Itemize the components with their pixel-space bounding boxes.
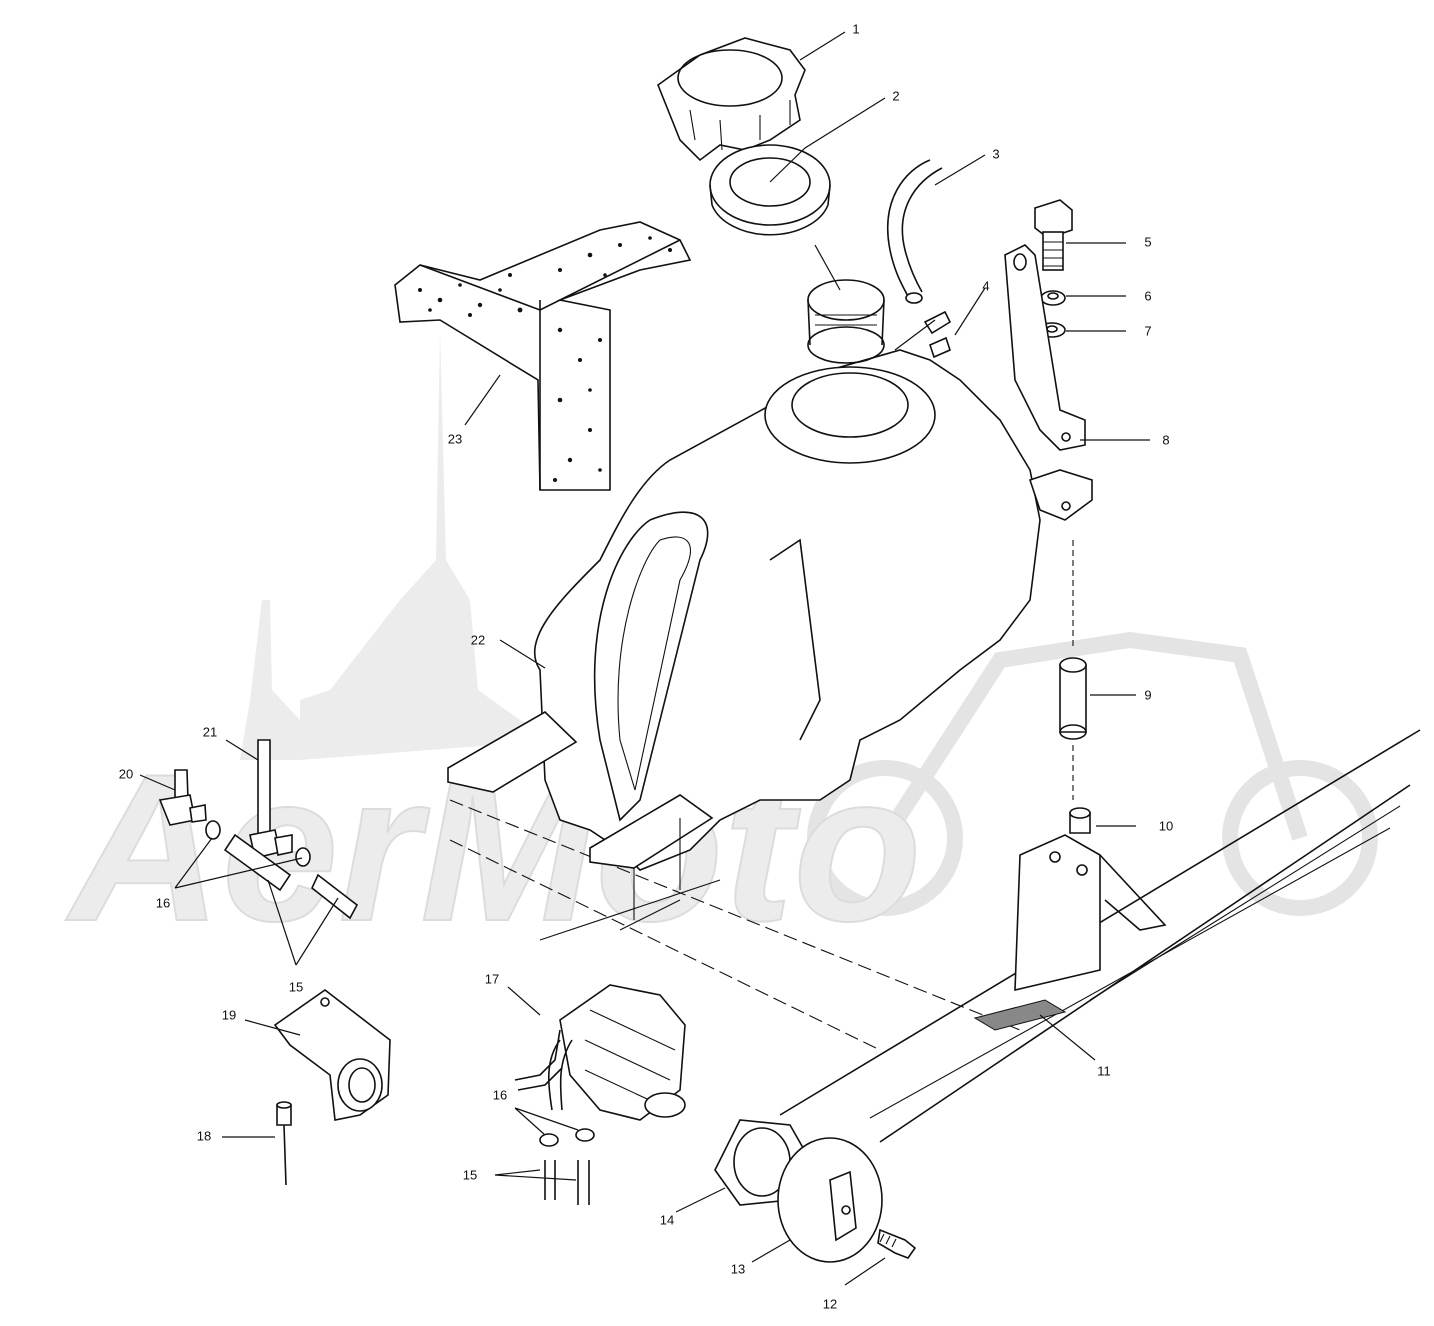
watermark-tower-shape <box>240 600 300 760</box>
cap-screw <box>877 1228 917 1259</box>
callout-4: 4 <box>982 278 989 293</box>
callout-2: 2 <box>892 88 899 103</box>
frame-decal <box>973 999 1067 1031</box>
tee-fitting <box>249 739 293 859</box>
lower-hoses <box>544 1160 590 1205</box>
elbow-fitting <box>158 769 207 826</box>
callout-18: 18 <box>197 1128 211 1143</box>
callout-15-upper: 15 <box>289 979 303 994</box>
callout-14: 14 <box>660 1212 674 1227</box>
callout-7: 7 <box>1144 323 1151 338</box>
callout-12: 12 <box>823 1296 837 1311</box>
upper-clamps <box>205 820 311 867</box>
callout-1: 1 <box>852 21 859 36</box>
round-cap <box>777 1137 883 1263</box>
filter-bracket <box>273 989 391 1121</box>
callout-11: 11 <box>1097 1063 1111 1078</box>
frame-mount-bracket <box>1014 834 1167 992</box>
callout-15-lower: 15 <box>463 1167 477 1182</box>
callout-10: 10 <box>1159 818 1173 833</box>
fuel-tank <box>447 279 1093 920</box>
callout-19: 19 <box>222 1007 236 1022</box>
fuel-filter <box>514 984 686 1121</box>
vent-hose <box>887 159 943 304</box>
foam-pad <box>394 221 692 491</box>
tank-bracket <box>1004 244 1086 451</box>
lower-clamps <box>539 1128 595 1147</box>
watermark-spire-shape <box>300 330 560 760</box>
frame-rail <box>449 729 1421 1143</box>
callout-13: 13 <box>731 1261 745 1276</box>
cap-gasket <box>709 144 831 236</box>
callout-numbers: 1 2 3 4 5 6 7 8 9 10 11 12 13 14 15 15 1… <box>119 21 1173 1311</box>
grommet <box>1069 807 1091 834</box>
callout-9: 9 <box>1144 687 1151 702</box>
callout-5: 5 <box>1144 234 1151 249</box>
foam-texture <box>418 236 672 482</box>
lock-washer <box>1040 290 1066 306</box>
callout-22: 22 <box>471 632 485 647</box>
rivet <box>276 1101 292 1186</box>
tank-bolt <box>1034 199 1073 271</box>
callout-17: 17 <box>485 971 499 986</box>
upper-hoses <box>223 833 359 920</box>
callout-21: 21 <box>203 724 217 739</box>
fuel-cap <box>657 37 806 162</box>
watermark-motorcycle-shape <box>807 631 1378 916</box>
callout-8: 8 <box>1162 432 1169 447</box>
callout-3: 3 <box>992 146 999 161</box>
vent-fitting <box>923 310 952 359</box>
callout-16-lower: 16 <box>493 1087 507 1102</box>
callout-16-upper: 16 <box>156 895 170 910</box>
callout-23: 23 <box>448 431 462 446</box>
leader-lines <box>139 31 1150 1286</box>
callout-6: 6 <box>1144 288 1151 303</box>
callout-20: 20 <box>119 766 133 781</box>
spacer-sleeve <box>1059 540 1087 800</box>
